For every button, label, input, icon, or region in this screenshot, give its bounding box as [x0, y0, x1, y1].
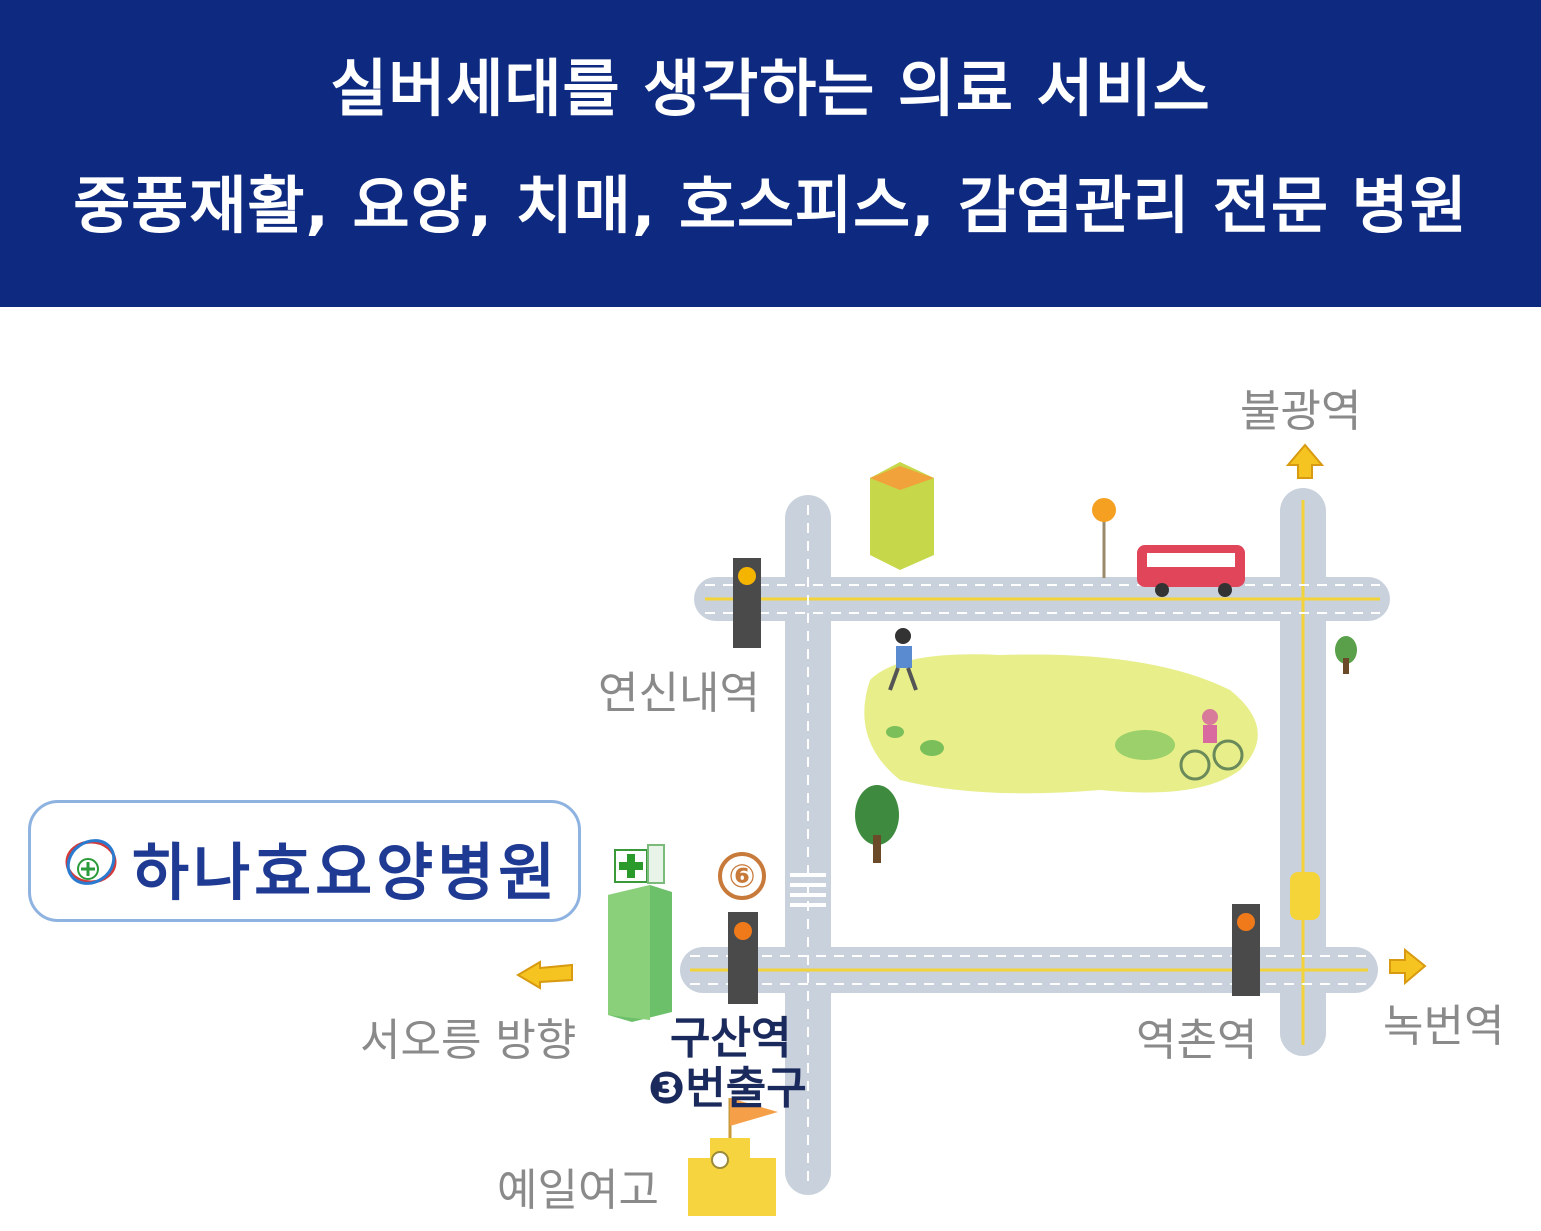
subway-sign-icon	[733, 558, 761, 648]
location-map: 하나효요양병원 ⑥ 불광역 연신내역 역촌역 녹번역 구산역 ❸번출구 서오릉 …	[0, 307, 1541, 1231]
hospital-building-icon	[608, 844, 672, 1022]
tree-icon	[1335, 636, 1357, 674]
hospital-name: 하나효요양병원	[132, 836, 560, 909]
station-label-nokbeon: 녹번역	[1383, 1001, 1505, 1052]
station-label-bulgwang: 불광역	[1240, 386, 1362, 437]
exit-number-badge: ⑥	[718, 852, 766, 900]
banner-subtitle: 중풍재활, 요양, 치매, 호스피스, 감염관리 전문 병원	[73, 169, 1468, 242]
arrow-right-icon	[1389, 947, 1427, 986]
station-exit-label: ❸번출구	[648, 1063, 807, 1114]
tree-icon	[855, 785, 899, 863]
subway-sign-icon	[728, 912, 758, 1004]
bush-icon	[886, 726, 904, 738]
bush-icon	[920, 740, 944, 756]
map-drawing	[516, 443, 1427, 1216]
station-label-yeokchon: 역촌역	[1136, 1015, 1258, 1066]
station-label-yeonsinnae: 연신내역	[598, 668, 760, 719]
street-lamp-icon	[1092, 498, 1116, 578]
direction-label-seooreung: 서오릉 방향	[360, 1015, 577, 1066]
apartment-building-icon	[870, 462, 934, 570]
hospital-logo-icon	[65, 839, 117, 885]
banner-title: 실버세대를 생각하는 의료 서비스	[330, 52, 1211, 125]
cyclist-icon	[1179, 709, 1244, 781]
arrow-left-icon	[516, 960, 573, 990]
header-banner: 실버세대를 생각하는 의료 서비스 중풍재활, 요양, 치매, 호스피스, 감염…	[0, 0, 1541, 307]
taxi-icon	[1290, 872, 1320, 920]
arrow-up-icon	[1285, 443, 1325, 479]
school-icon	[688, 1098, 778, 1216]
park-area	[864, 654, 1258, 794]
subway-sign-icon	[1232, 904, 1260, 996]
hospital-callout	[28, 800, 581, 922]
bus-icon	[1137, 545, 1245, 597]
bush-icon	[1115, 730, 1175, 760]
jogger-icon	[888, 628, 918, 691]
station-label-gusan: 구산역	[670, 1013, 792, 1064]
landmark-label-yeil: 예일여고	[497, 1165, 659, 1216]
